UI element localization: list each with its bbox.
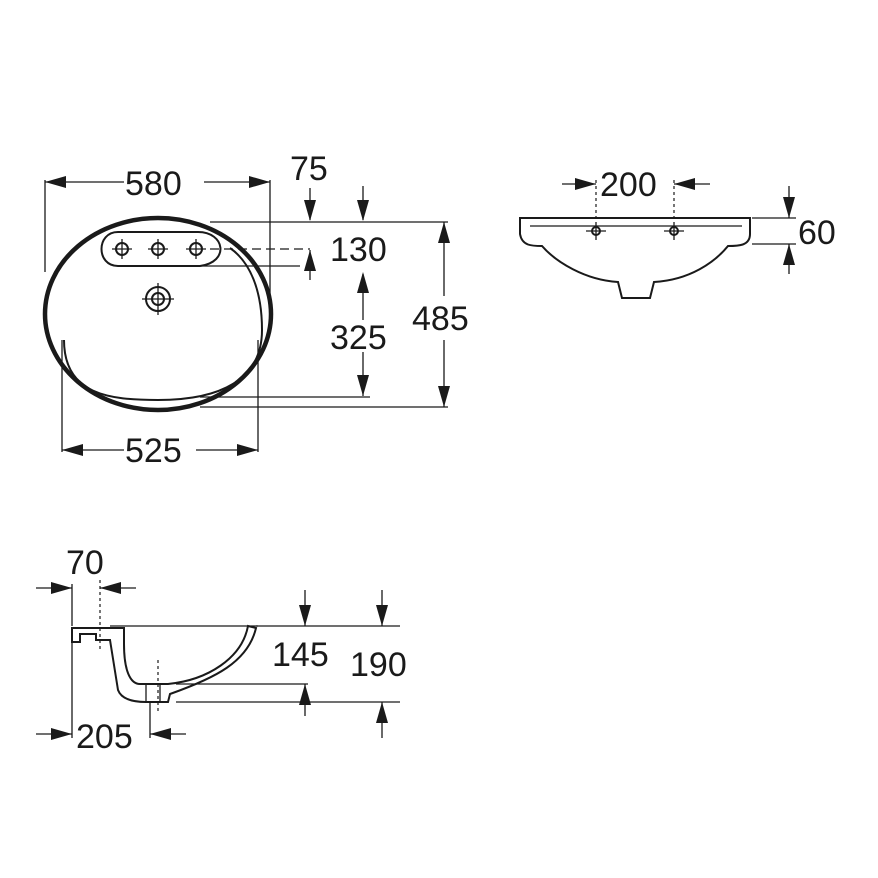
tap-hole-right <box>186 239 206 259</box>
dim-tap-to-waste: 130 <box>330 231 387 269</box>
dim-tap-spacing: 200 <box>600 166 657 204</box>
dim-rim-to-waste: 205 <box>76 718 133 756</box>
tap-hole-center <box>148 239 168 259</box>
dim-waste-to-front: 325 <box>330 319 387 357</box>
dim-total-height: 190 <box>350 646 407 684</box>
front-view: 200 60 <box>519 166 836 299</box>
dim-tap-offset: 75 <box>290 150 328 188</box>
basin-front-profile <box>519 217 751 299</box>
basin-outer-rim <box>42 215 274 413</box>
front-tap-hole-right <box>664 222 684 240</box>
basin-inner-bowl <box>63 247 264 402</box>
tap-hole-left <box>112 239 132 259</box>
waste-outlet <box>142 283 174 315</box>
dim-rim-overhang: 70 <box>66 544 104 582</box>
dim-overall-depth: 485 <box>412 300 469 338</box>
dim-rim-height: 60 <box>798 214 836 252</box>
dim-bowl-width: 525 <box>125 432 182 470</box>
dim-bowl-depth: 145 <box>272 636 329 674</box>
top-view: 580 525 75 130 325 485 <box>42 150 469 470</box>
basin-section-profile <box>71 624 258 703</box>
section-view: 70 205 145 190 <box>36 544 407 756</box>
dim-overall-width: 580 <box>125 165 182 203</box>
front-tap-hole-left <box>586 222 606 240</box>
